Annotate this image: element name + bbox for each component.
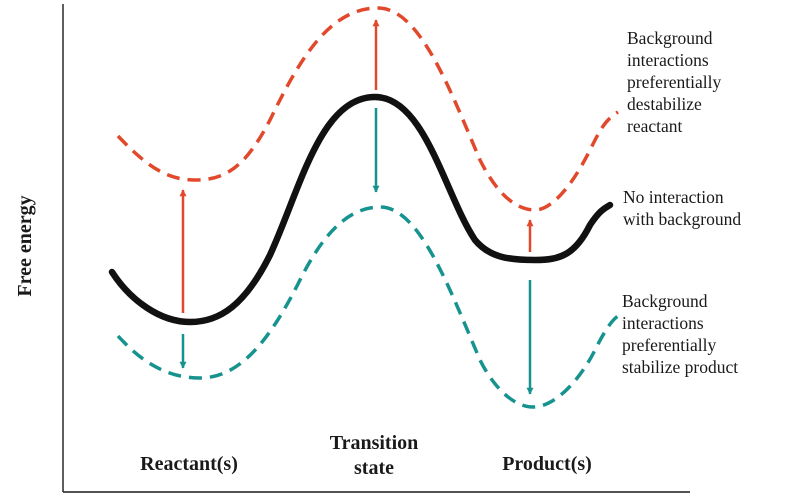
destabilize-annotation: Background interactions preferentially d… [627, 28, 722, 136]
reactant-label: Reactant(s) [140, 453, 238, 475]
annotation-line: with background [623, 209, 741, 229]
annotation-line: preferentially [622, 335, 717, 355]
annotation-line: Background [622, 291, 708, 311]
transition-label-line1: Transition [330, 432, 419, 454]
annotation-line: interactions [622, 313, 704, 333]
annotation-line: stabilize product [622, 357, 738, 377]
destabilized-curve [116, 6, 619, 212]
neutral-annotation: No interaction with background [623, 187, 741, 229]
annotation-line: No interaction [623, 187, 724, 207]
annotation-line: reactant [627, 116, 683, 136]
annotation-line: destabilize [627, 94, 702, 114]
annotation-line: interactions [627, 50, 709, 70]
neutral-curve [108, 93, 614, 326]
stabilize-annotation: Background interactions preferentially s… [622, 291, 738, 377]
y-axis-label: Free energy [14, 195, 36, 296]
annotation-line: preferentially [627, 72, 722, 92]
annotation-line: Background [627, 28, 713, 48]
stabilized-curve [116, 205, 620, 409]
transition-label-line2: state [354, 457, 394, 479]
product-label: Product(s) [502, 453, 592, 475]
